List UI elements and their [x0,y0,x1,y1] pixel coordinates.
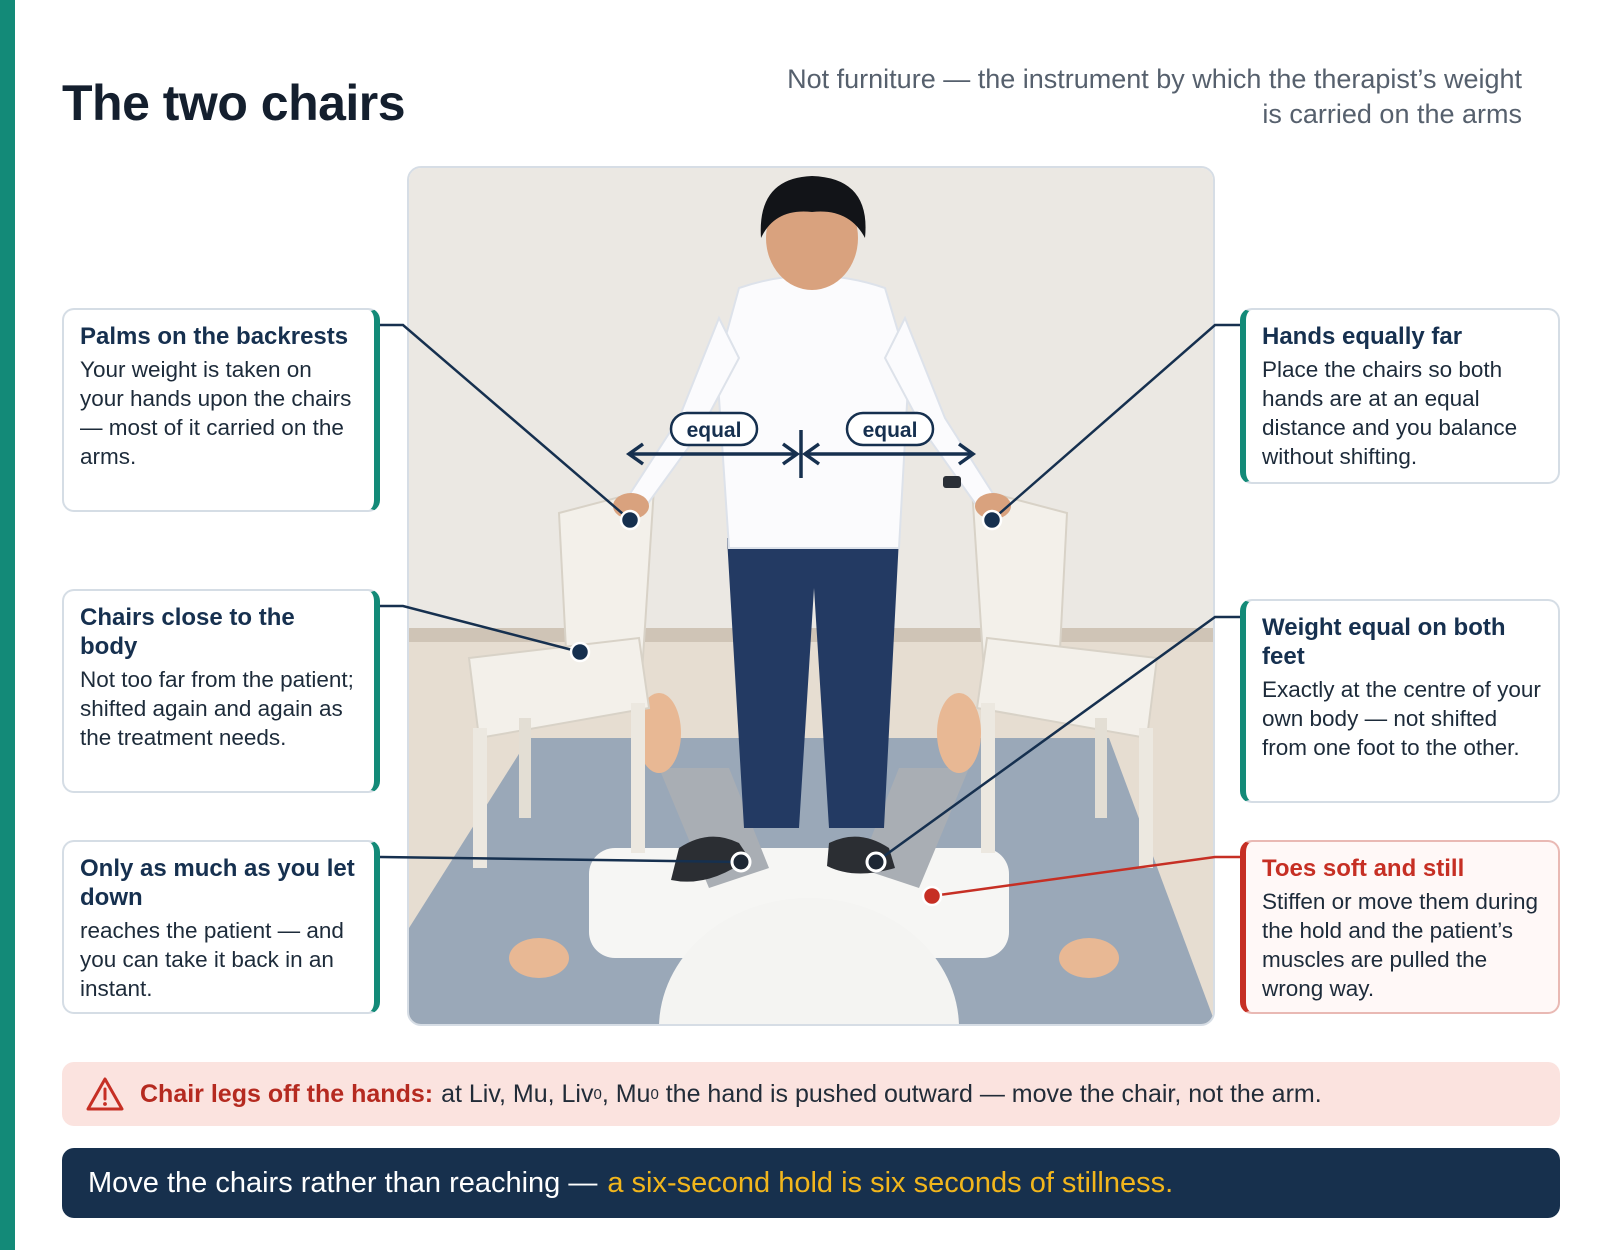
therapist [613,176,1011,882]
warning-text-a: at Liv, Mu, Liv [441,1079,594,1108]
warning-text-b: , Mu [601,1079,651,1108]
callout-toes: Toes soft and still Stiffen or move them… [1240,840,1560,1014]
page-subtitle: Not furniture — the instrument by which … [787,64,1522,129]
callout-hands-title: Hands equally far [1262,323,1463,350]
callout-toes-title: Toes soft and still [1262,855,1465,882]
therapist-illustration: equal equal [409,168,1213,1024]
patient-torso [659,898,959,1024]
footer-text: Move the chairs rather than reaching — [88,1166,598,1199]
callout-close-body: Not too far from the patient; shifted ag… [80,667,354,750]
equal-label-right: equal [863,419,918,442]
footer-highlight: a six-second hold is six seconds of stil… [607,1166,1174,1199]
warning-lead: Chair legs off the hands: [140,1079,434,1108]
patient-right-hand [1059,938,1119,978]
callout-only-title: Only as much as you let down [80,855,355,911]
callout-weight: Weight equal on both feet Exactly at the… [1240,599,1560,803]
callout-close: Chairs close to the body Not too far fro… [62,589,380,793]
patient-left-foot [637,693,681,773]
callout-palms: Palms on the backrests Your weight is ta… [62,308,380,512]
equal-tag-left [669,411,759,447]
equal-arrows [625,430,977,478]
illustration-panel: equal equal [407,166,1215,1026]
patient-right-foot [937,693,981,773]
footer-banner: Move the chairs rather than reaching — a… [62,1148,1560,1218]
equal-tag-right [845,411,935,447]
callout-close-title: Chairs close to the body [80,604,295,660]
left-chair [467,486,656,868]
warning-sup-a: 0 [593,1085,602,1103]
baseboard [409,628,1213,642]
callout-palms-title: Palms on the backrests [80,323,349,350]
callout-weight-title: Weight equal on both feet [1262,614,1506,670]
warning-sup-b: 0 [650,1085,659,1103]
callout-only-body: reaches the patient — and you can take i… [80,918,344,1001]
callout-toes-body: Stiffen or move them during the hold and… [1262,889,1538,1001]
patient-left-hand [509,938,569,978]
warning-triangle-icon [86,1077,124,1111]
page-title: The two chairs [62,75,406,131]
callout-palms-body: Your weight is taken on your hands upon … [80,357,352,469]
callout-hands: Hands equally far Place the chairs so bo… [1240,308,1560,484]
left-accent-bar [0,0,15,1250]
callout-only: Only as much as you let down reaches the… [62,840,380,1014]
callout-weight-body: Exactly at the centre of your own body —… [1262,677,1541,760]
warning-banner: Chair legs off the hands: at Liv, Mu, Li… [62,1062,1560,1126]
callout-hands-body: Place the chairs so both hands are at an… [1262,357,1518,469]
equal-label-left: equal [687,419,742,442]
warning-text-c: the hand is pushed outward — move the ch… [658,1079,1322,1108]
